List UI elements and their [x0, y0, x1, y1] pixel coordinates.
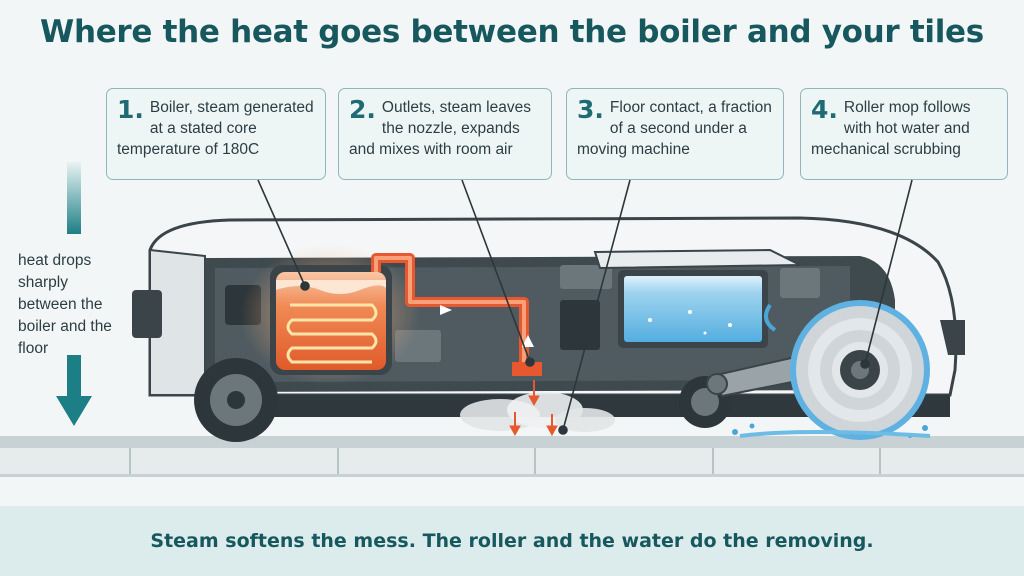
- callout-text: Roller mop follows with hot water and me…: [811, 99, 971, 158]
- front-wheel: [194, 358, 278, 442]
- boiler: [240, 245, 420, 385]
- callout-text: Outlets, steam leaves the nozzle, expand…: [349, 99, 531, 158]
- heat-drop-note: heat drops sharply between the boiler an…: [18, 252, 112, 357]
- roller-arm: [706, 354, 814, 398]
- steam-cloud: [460, 392, 615, 432]
- tile-floor: [0, 436, 1024, 477]
- heat-arrows: [509, 380, 558, 437]
- callout-number: 3.: [577, 95, 604, 124]
- callout-roller-mop: 4. Roller mop follows with hot water and…: [800, 88, 1008, 180]
- footer-text: Steam softens the mess. The roller and t…: [150, 530, 874, 552]
- callout-text: Floor contact, a fraction of a second un…: [577, 99, 772, 158]
- callout-outlets: 2. Outlets, steam leaves the nozzle, exp…: [338, 88, 552, 180]
- roller-mop: [732, 300, 931, 440]
- machine-body: [132, 216, 965, 417]
- callout-floor-contact: 3. Floor contact, a fraction of a second…: [566, 88, 784, 180]
- steam-pipe: [371, 253, 542, 376]
- footer-banner: Steam softens the mess. The roller and t…: [0, 506, 1024, 576]
- callout-number: 1.: [117, 95, 144, 124]
- rear-wheel: [679, 376, 731, 428]
- callout-text: Boiler, steam generated at a stated core…: [117, 99, 314, 158]
- leader-lines: [257, 179, 913, 435]
- diagram-title: Where the heat goes between the boiler a…: [40, 14, 984, 50]
- callout-number: 4.: [811, 95, 838, 124]
- callout-number: 2.: [349, 95, 376, 124]
- callout-boiler: 1. Boiler, steam generated at a stated c…: [106, 88, 326, 180]
- water-tank: [618, 270, 768, 348]
